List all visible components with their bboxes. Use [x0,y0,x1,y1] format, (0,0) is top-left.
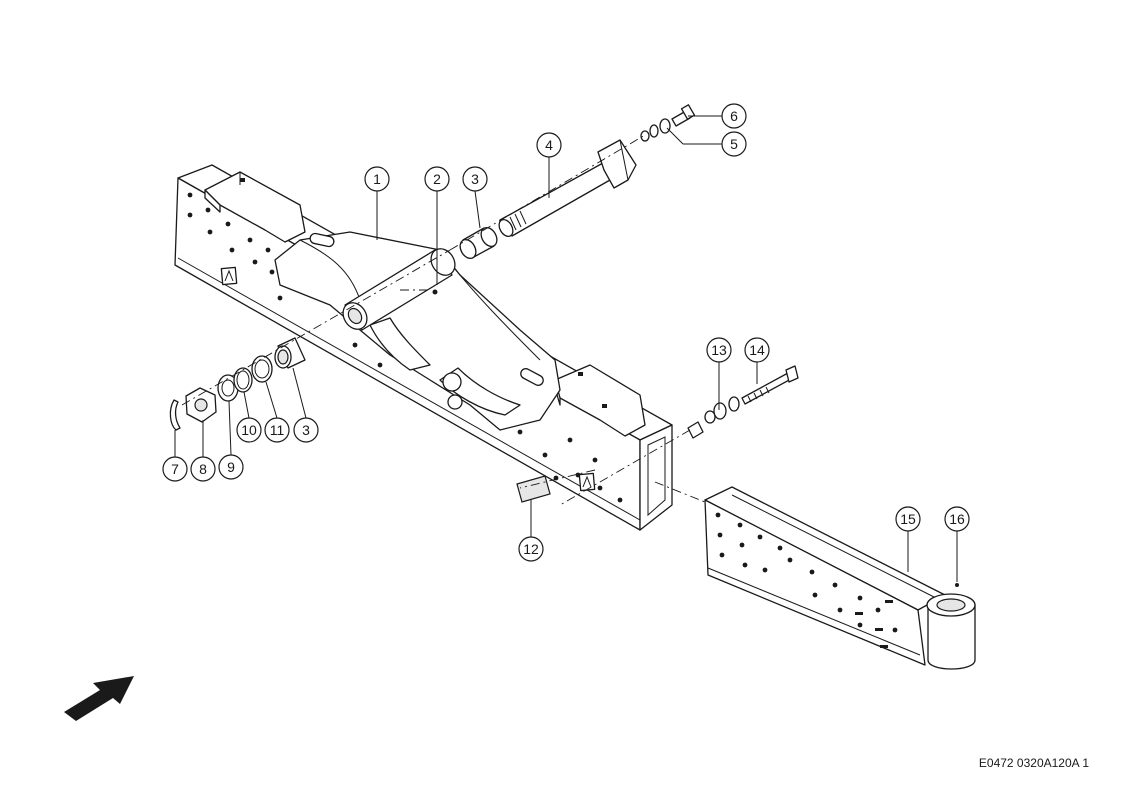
extension-pivot-boss [926,583,976,670]
callout-1: 1 [364,166,390,192]
svg-text:12: 12 [523,541,539,557]
callout-15: 15 [895,506,921,532]
svg-text:15: 15 [900,511,916,527]
svg-text:1: 1 [373,171,381,187]
callout-10: 10 [236,417,262,443]
svg-text:8: 8 [199,461,207,477]
callout-3-lower: 3 [293,417,319,443]
pivot-tube-boss [342,248,456,331]
callout-9: 9 [218,454,244,480]
callout-6: 6 [721,103,747,129]
svg-text:7: 7 [171,461,179,477]
assembly-center-lines [181,134,706,506]
left-pin-hardware [169,337,306,431]
extension-arm [704,486,976,670]
bushing-upper [459,227,498,259]
callout-7: 7 [162,456,188,482]
callout-14: 14 [744,337,770,363]
svg-text:5: 5 [730,136,738,152]
svg-text:2: 2 [433,171,441,187]
right-bolt-hardware [687,365,799,439]
callout-5: 5 [721,131,747,157]
callout-8: 8 [190,456,216,482]
svg-text:11: 11 [270,422,285,438]
extension-arm-holes [715,512,898,648]
bolt-and-washers [640,104,696,142]
pivot-arm-assembly [274,231,561,431]
svg-text:13: 13 [711,342,727,358]
direction-arrow-icon [64,676,134,721]
svg-text:16: 16 [949,511,965,527]
svg-text:6: 6 [730,108,738,124]
svg-text:4: 4 [545,137,553,153]
label-plate [516,475,551,503]
callout-2: 2 [424,166,450,192]
left-saddle-bracket [204,171,306,243]
bushing-lower [274,337,306,369]
svg-text:14: 14 [749,342,765,358]
castle-nut [185,387,217,423]
callout-3-upper: 3 [462,166,488,192]
cotter-pin [169,399,181,431]
svg-text:3: 3 [302,422,310,438]
callout-4: 4 [536,132,562,158]
leader-lines [174,115,958,582]
callout-13: 13 [706,337,732,363]
callout-16: 16 [944,506,970,532]
svg-text:9: 9 [227,459,235,475]
svg-text:10: 10 [241,422,257,438]
pivot-pin [498,139,637,238]
callout-11: 11 [264,417,290,443]
callout-12: 12 [518,536,544,562]
svg-text:3: 3 [471,171,479,187]
drawing-reference-number: E0472 0320A120A 1 [978,756,1089,770]
